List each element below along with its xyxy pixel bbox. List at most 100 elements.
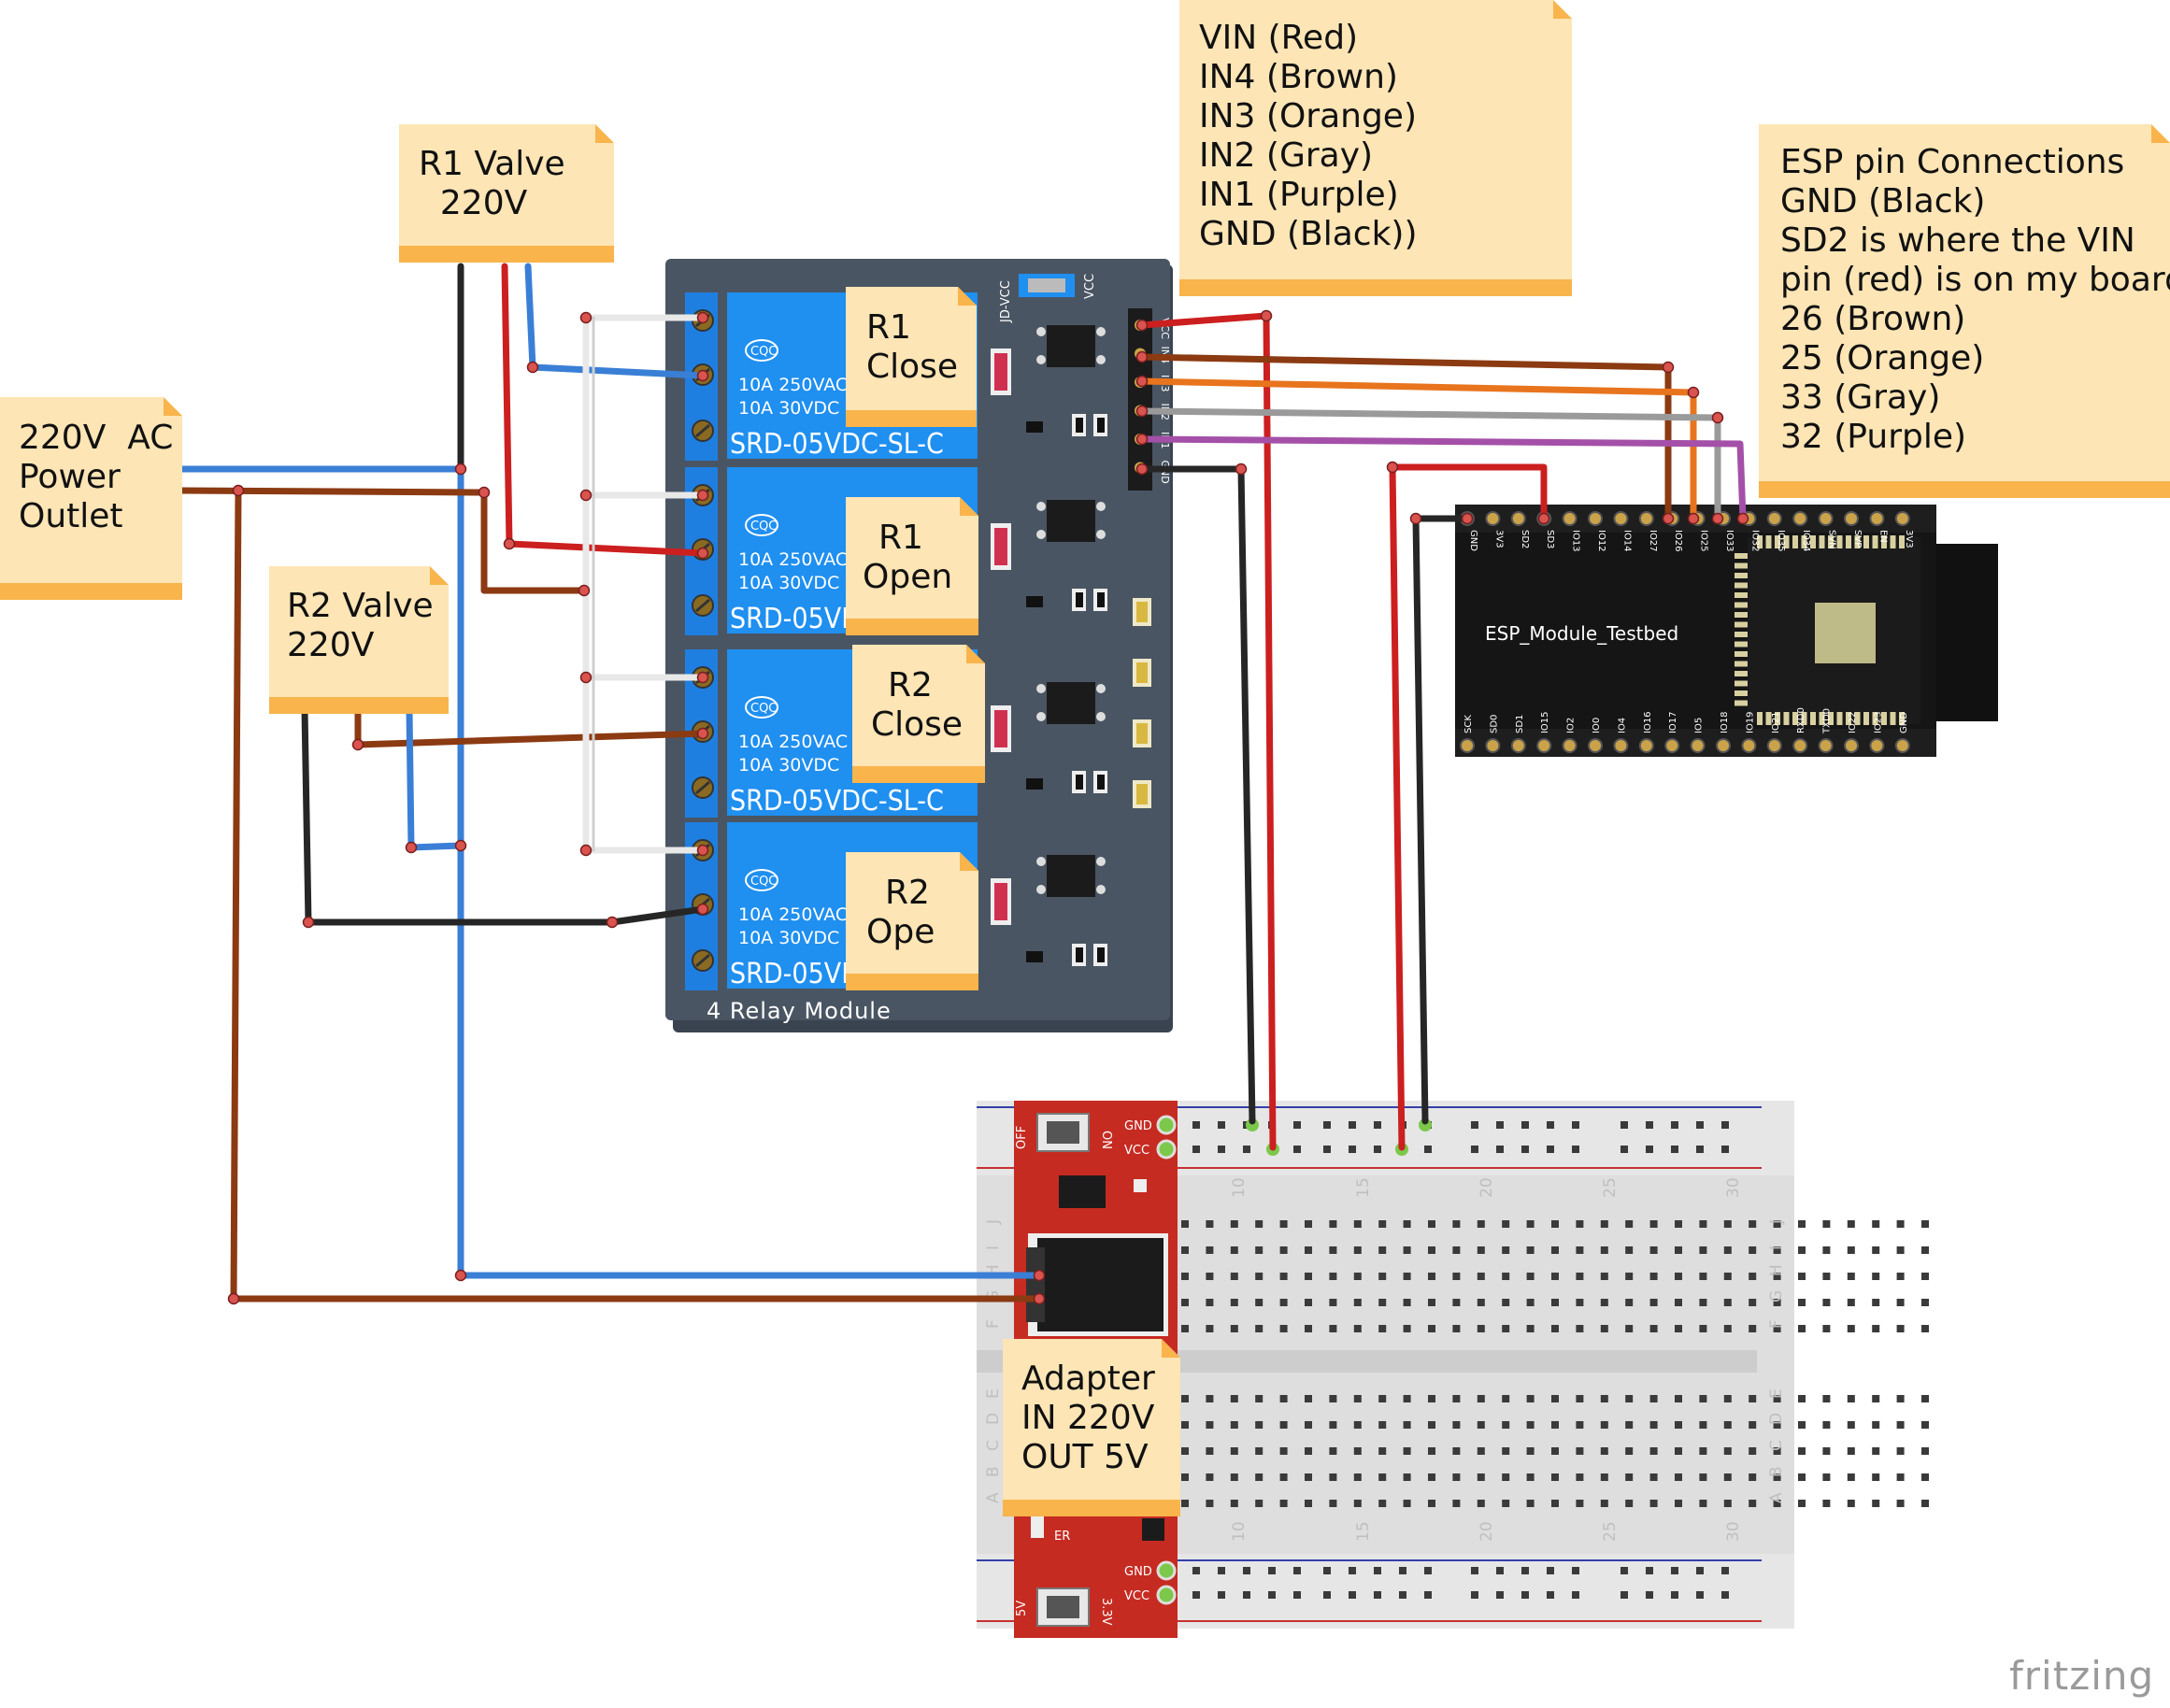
note-vin-list-line: IN4 (Brown) xyxy=(1199,58,1398,96)
breadboard-hole xyxy=(1896,1500,1905,1507)
optocoupler xyxy=(1047,682,1095,724)
breadboard-hole xyxy=(1378,1447,1387,1455)
esp-pin-label: 3V3 xyxy=(1493,530,1504,548)
wire-end xyxy=(1135,463,1149,476)
breadboard-hole xyxy=(1551,1246,1559,1254)
breadboard-hole xyxy=(1576,1500,1584,1507)
breadboard-hole xyxy=(1403,1395,1411,1402)
relay-led xyxy=(994,528,1007,565)
breadboard-hole xyxy=(1526,1421,1535,1429)
esp-pin-label: IO25 xyxy=(1699,530,1709,552)
note-r2-close-line: R2 xyxy=(888,666,933,705)
breadboard-hole xyxy=(1551,1473,1559,1481)
breadboard-hole xyxy=(1822,1273,1831,1280)
esp-pin-label: TXD0 xyxy=(1822,708,1833,734)
breadboard-hole xyxy=(1896,1273,1905,1280)
breadboard-hole xyxy=(1723,1220,1732,1228)
rail-hole xyxy=(1218,1567,1225,1574)
breadboard-hole xyxy=(1896,1246,1905,1254)
breadboard-hole xyxy=(1822,1325,1831,1332)
rail-hole xyxy=(1349,1567,1356,1574)
row-label: H xyxy=(1767,1264,1786,1276)
esp-pin-bottom xyxy=(1536,738,1552,753)
breadboard-hole xyxy=(1230,1473,1238,1481)
breadboard-hole xyxy=(1526,1246,1535,1254)
esp-pin-bottom xyxy=(1562,738,1578,753)
breadboard-hole xyxy=(1378,1473,1387,1481)
rail-hole xyxy=(1374,1567,1381,1574)
wire-in1-purple xyxy=(1138,435,1747,522)
relay-cert: CQC xyxy=(750,875,777,889)
breadboard-hole xyxy=(1378,1220,1387,1228)
note-esp-pins-line: pin (red) is on my board xyxy=(1780,261,2170,299)
breadboard-hole xyxy=(1723,1299,1732,1306)
breadboard-hole xyxy=(1798,1473,1806,1481)
wire-end xyxy=(503,537,516,550)
breadboard-hole xyxy=(1773,1246,1781,1254)
breadboard-hole xyxy=(1749,1273,1757,1280)
wire-end xyxy=(579,311,592,324)
breadboard-hole xyxy=(1353,1421,1362,1429)
breadboard-hole xyxy=(1477,1299,1485,1306)
note-r2-close-line: Close xyxy=(871,705,963,744)
breadboard-hole xyxy=(1773,1220,1781,1228)
breadboard-hole xyxy=(1896,1447,1905,1455)
breadboard-hole xyxy=(1675,1473,1682,1481)
breadboard-hole xyxy=(1428,1473,1435,1481)
breadboard-hole xyxy=(1649,1421,1658,1429)
breadboard-hole xyxy=(1896,1473,1905,1481)
wire-outlet-brown xyxy=(177,487,588,594)
breadboard-hole xyxy=(1872,1421,1880,1429)
wire-end xyxy=(1736,512,1749,525)
breadboard-hole xyxy=(1723,1500,1732,1507)
rail-hole xyxy=(1471,1121,1478,1129)
breadboard-hole xyxy=(1181,1299,1189,1306)
column-label: 25 xyxy=(1601,1521,1620,1542)
breadboard-hole xyxy=(1847,1246,1855,1254)
breadboard-hole xyxy=(1452,1246,1461,1254)
wire-end xyxy=(1135,433,1149,446)
breadboard-hole xyxy=(1921,1395,1929,1402)
breadboard-hole xyxy=(1526,1500,1535,1507)
breadboard-hole xyxy=(1773,1447,1781,1455)
relay-led xyxy=(994,710,1007,747)
note-r1-valve-line: 220V xyxy=(419,184,528,222)
note-esp-pins-line: 33 (Gray) xyxy=(1780,378,1940,417)
note-adapter-line: IN 220V xyxy=(1021,1399,1155,1437)
rail-hole xyxy=(1293,1146,1301,1153)
breadboard-hole xyxy=(1305,1325,1312,1332)
breadboard-hole xyxy=(1255,1500,1263,1507)
breadboard-hole xyxy=(1822,1421,1831,1429)
row-label: B xyxy=(1767,1466,1786,1477)
breadboard-hole xyxy=(1872,1447,1880,1455)
relay-input-header xyxy=(1128,308,1152,491)
rail-hole xyxy=(1496,1567,1504,1574)
note-r1-valve: R1 Valve 220V xyxy=(399,124,614,263)
breadboard-hole xyxy=(1206,1500,1214,1507)
row-label: J xyxy=(1767,1219,1786,1225)
breadboard-hole xyxy=(1230,1246,1238,1254)
relay-rating-1: 10A 250VAC xyxy=(738,549,848,570)
breadboard-hole xyxy=(1477,1395,1485,1402)
breadboard-hole xyxy=(1649,1246,1658,1254)
breadboard-hole xyxy=(1181,1395,1189,1402)
rail-hole xyxy=(1496,1146,1504,1153)
rail-hole xyxy=(1218,1146,1225,1153)
rail-hole xyxy=(1399,1567,1406,1574)
column-label: 30 xyxy=(1724,1177,1743,1198)
wire-end xyxy=(351,738,364,751)
breadboard-hole xyxy=(1181,1273,1189,1280)
breadboard-hole xyxy=(1255,1246,1263,1254)
note-vin-list-line: IN2 (Gray) xyxy=(1199,136,1373,175)
esp-pin-top xyxy=(1613,511,1629,526)
breadboard-hole xyxy=(1329,1325,1337,1332)
breadboard-hole xyxy=(1847,1421,1855,1429)
breadboard-hole xyxy=(1477,1220,1485,1228)
rail-hole xyxy=(1521,1121,1529,1129)
row-label: A xyxy=(1767,1492,1786,1503)
column-label: 30 xyxy=(1724,1521,1743,1542)
rail-hole xyxy=(1496,1121,1504,1129)
breadboard-hole xyxy=(1526,1220,1535,1228)
breadboard-hole xyxy=(1279,1395,1288,1402)
